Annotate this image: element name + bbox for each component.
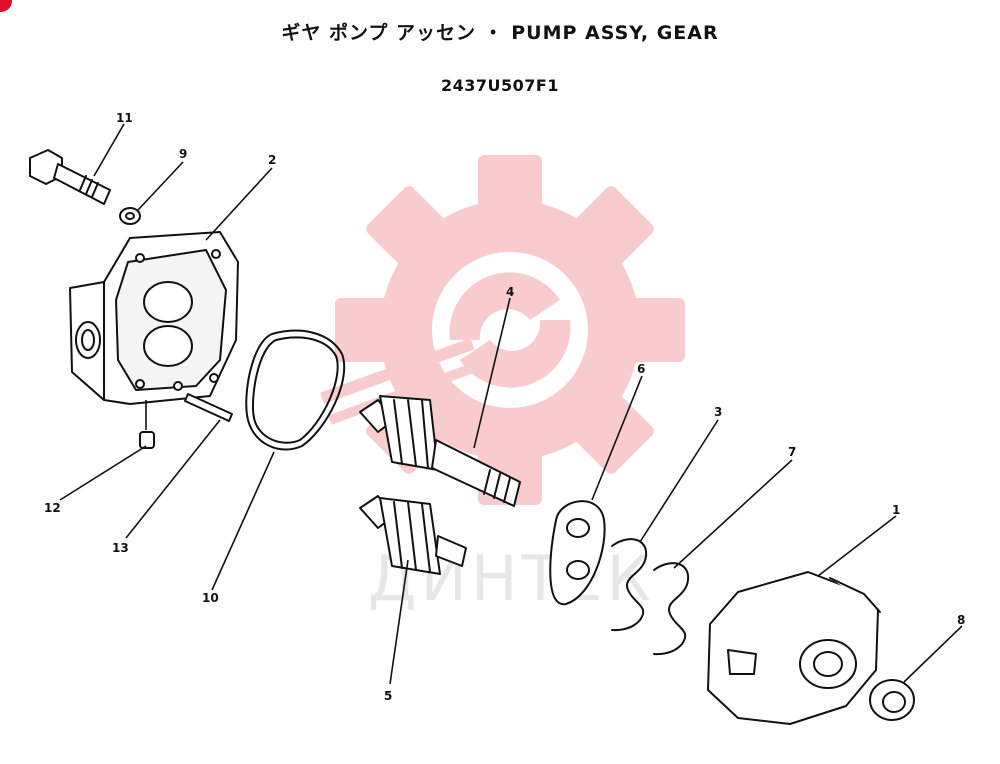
callout-12: 12: [44, 501, 61, 515]
part-9-washer: [119, 207, 141, 225]
callout-8: 8: [957, 613, 965, 627]
part-10-o-ring: [245, 329, 346, 451]
callout-labels: 11 9 2 4 6 3 7 1 8 12 13 10 5: [44, 111, 965, 703]
callout-9: 9: [179, 147, 187, 161]
callout-1: 1: [892, 503, 900, 517]
callout-13: 13: [112, 541, 129, 555]
part-6-seal-plate: [549, 500, 606, 606]
part-12-plug: [139, 431, 155, 449]
callout-6: 6: [637, 362, 645, 376]
part-5-driven-gear: [359, 495, 467, 575]
callout-3: 3: [714, 405, 722, 419]
callout-5: 5: [384, 689, 392, 703]
part-8-oil-seal: [869, 679, 915, 721]
watermark-gear-logo: ДИНТЕК: [320, 155, 685, 615]
part-number: 2437U507F1: [441, 76, 559, 95]
part-3-backup-ring: [611, 538, 648, 632]
callout-7: 7: [788, 445, 796, 459]
diagram-title: ギヤ ポンプ アッセン ・ PUMP ASSY, GEAR: [281, 22, 719, 44]
part-2-pump-cover: [69, 231, 239, 405]
part-7-backup-ring: [653, 562, 690, 656]
part-13-dowel-pin: [184, 393, 233, 422]
callout-4: 4: [506, 285, 514, 299]
callout-11: 11: [116, 111, 133, 125]
leader-lines: [59, 123, 963, 685]
part-11-bolt: [29, 149, 111, 205]
callout-2: 2: [268, 153, 276, 167]
part-4-drive-gear: [359, 395, 521, 507]
callout-10: 10: [202, 591, 219, 605]
part-1-gear-case: [707, 571, 881, 725]
